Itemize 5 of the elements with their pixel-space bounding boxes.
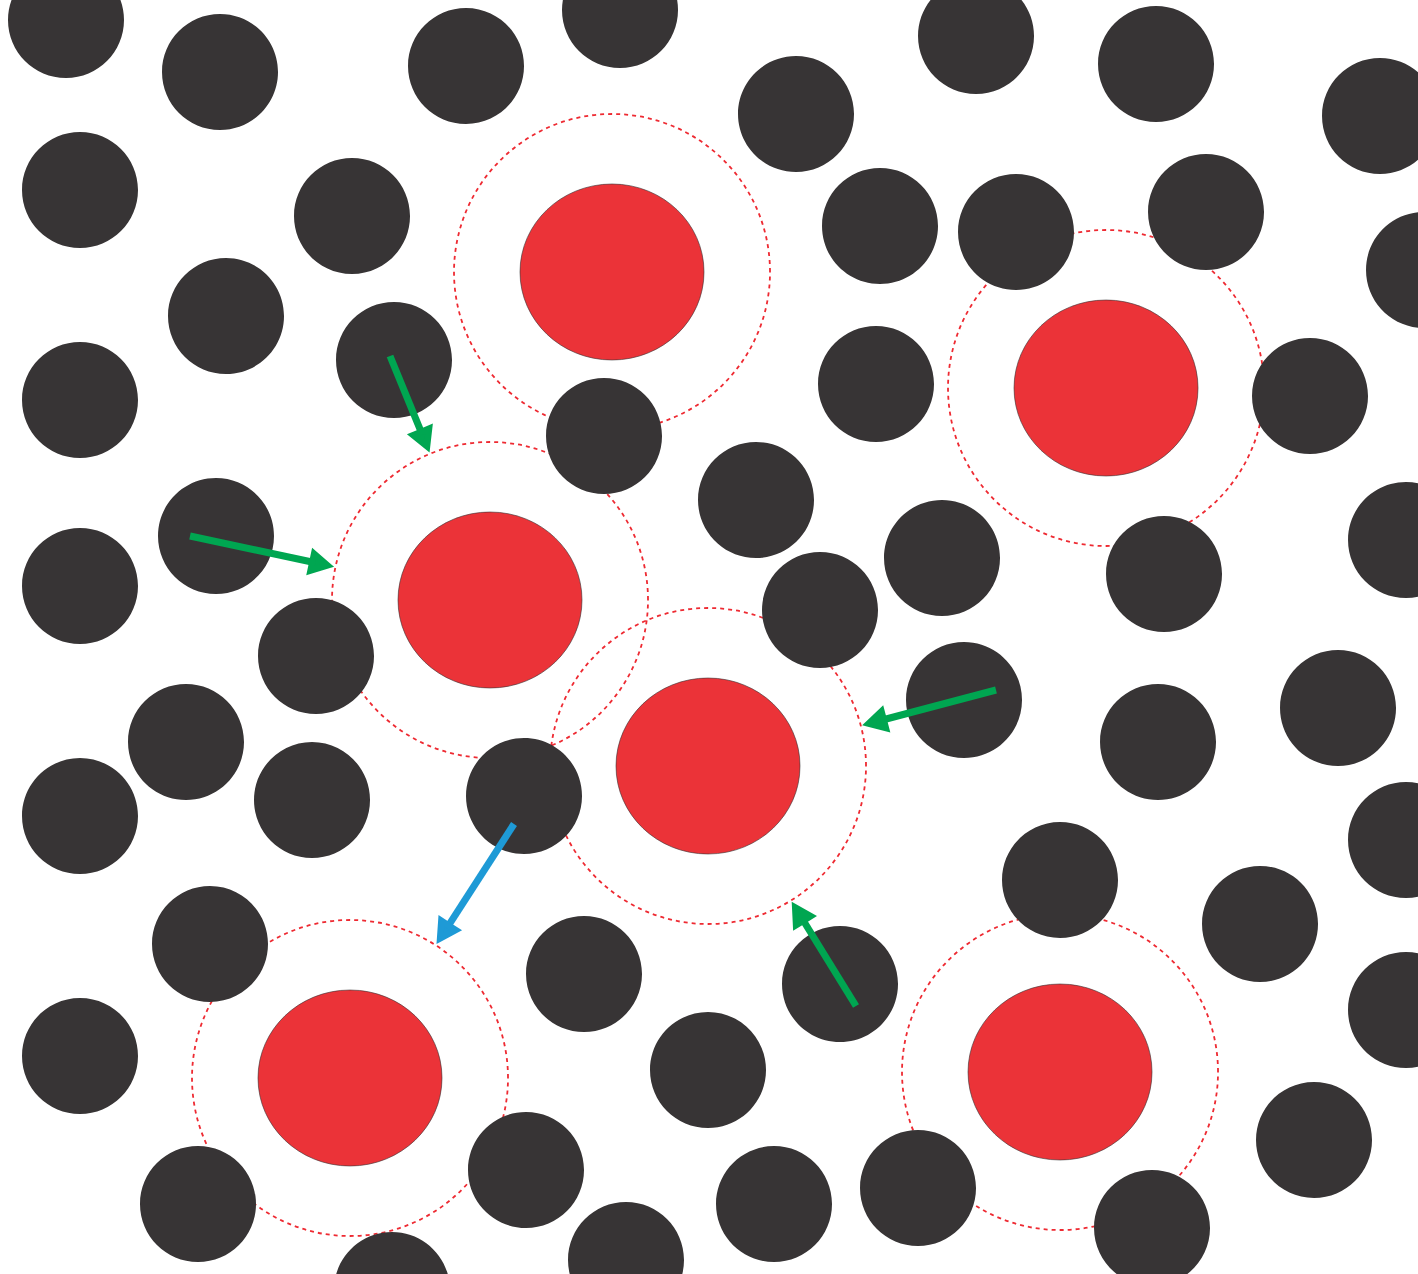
particle-zone [549,607,867,925]
particle-zone [331,441,649,759]
particle-zone [191,919,509,1237]
particle-zone [947,229,1265,547]
particle-zone [901,913,1219,1231]
